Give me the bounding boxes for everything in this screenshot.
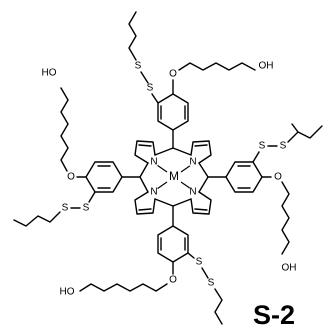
aryl-substituent-right: S S O OH (225, 123, 323, 274)
hydroxyl-right: OH (282, 263, 297, 274)
nitrogen-atom-top-left: N (150, 157, 157, 168)
compound-label: S-2 (253, 300, 295, 330)
sulfur-atom-right-1: S (259, 141, 266, 152)
hydroxyl-left-upper: HO (42, 68, 57, 79)
sulfur-atom-bottom-1: S (196, 257, 203, 268)
nitrogen-atom-top-right: N (189, 157, 196, 168)
aryl-substituent-left: O HO S S (13, 68, 123, 227)
oxygen-atom-right: O (274, 172, 282, 183)
aryl-substituent-top: O OH S S (128, 11, 274, 131)
sulfur-atom-bottom-2: S (208, 278, 215, 289)
metal-center: M (169, 169, 179, 183)
oxygen-atom-left: O (67, 172, 75, 183)
oxygen-atom-top: O (169, 69, 177, 80)
sulfur-atom-right-2: S (280, 141, 287, 152)
sulfur-atom-top-2: S (135, 61, 142, 72)
nitrogen-atom-bottom-left: N (150, 187, 157, 198)
hydroxyl-top: OH (259, 61, 274, 72)
oxygen-atom-bottom: O (169, 275, 177, 286)
sulfur-atom-top-1: S (147, 83, 154, 94)
aryl-substituent-bottom: O HO S S (60, 225, 223, 325)
hydroxyl-bottom: HO (60, 287, 75, 298)
nitrogen-atom-bottom-right: N (189, 187, 196, 198)
sulfur-atom-left-1: S (83, 203, 90, 214)
sulfur-atom-left-2: S (62, 203, 69, 214)
porphyrin-core: N N N N M (121, 129, 227, 227)
